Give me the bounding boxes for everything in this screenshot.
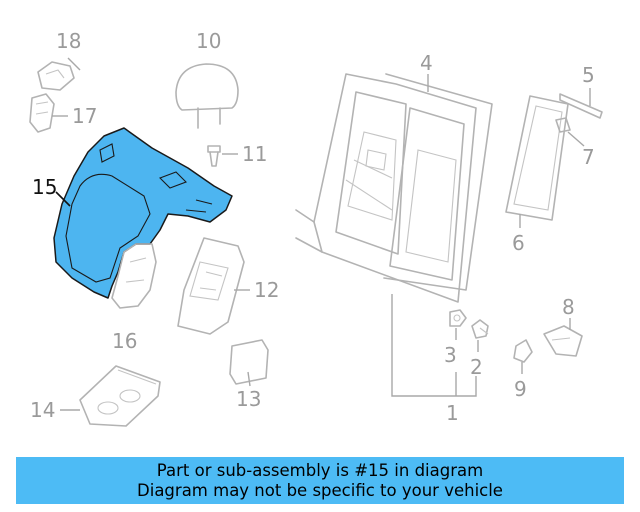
part-12[interactable]: 12 <box>177 237 279 335</box>
label-4: 4 <box>420 51 433 75</box>
part-6[interactable]: 6 <box>505 95 569 255</box>
label-11: 11 <box>242 142 267 166</box>
label-6: 6 <box>512 231 525 255</box>
banner-line-2: Diagram may not be specific to your vehi… <box>137 481 503 500</box>
info-banner: Part or sub-assembly is #15 in diagram D… <box>16 457 624 504</box>
label-5: 5 <box>582 63 595 87</box>
parts-diagram: 18 17 10 11 15 16 <box>29 29 603 427</box>
part-15-seat-back-panel[interactable]: 15 <box>32 127 233 299</box>
label-7: 7 <box>582 145 595 169</box>
part-5[interactable]: 5 <box>559 63 603 119</box>
label-8: 8 <box>562 295 575 319</box>
label-1: 1 <box>446 401 459 425</box>
part-3[interactable]: 3 <box>444 309 467 367</box>
part-10[interactable]: 10 <box>175 29 239 129</box>
part-17[interactable]: 17 <box>29 93 97 133</box>
part-13[interactable]: 13 <box>229 339 269 411</box>
part-1-assembly-leader: 1 <box>391 294 477 425</box>
label-12: 12 <box>254 278 279 302</box>
label-9: 9 <box>514 377 527 401</box>
label-14: 14 <box>30 398 55 422</box>
banner-line-1: Part or sub-assembly is #15 in diagram <box>156 461 484 480</box>
label-13: 13 <box>236 387 261 411</box>
part-14[interactable]: 14 <box>30 365 161 427</box>
label-17: 17 <box>72 104 97 128</box>
part-18[interactable]: 18 <box>37 29 81 91</box>
part-8[interactable]: 8 <box>543 295 583 357</box>
part-4[interactable]: 4 <box>295 51 493 303</box>
label-15: 15 <box>32 175 57 199</box>
part-16[interactable]: 16 <box>111 243 157 353</box>
label-3: 3 <box>444 343 457 367</box>
part-7[interactable]: 7 <box>555 117 595 169</box>
label-2: 2 <box>470 355 483 379</box>
part-2[interactable]: 2 <box>470 319 489 379</box>
label-16: 16 <box>112 329 137 353</box>
part-11[interactable]: 11 <box>207 142 267 167</box>
part-9[interactable]: 9 <box>513 339 533 401</box>
label-18: 18 <box>56 29 81 53</box>
label-10: 10 <box>196 29 221 53</box>
